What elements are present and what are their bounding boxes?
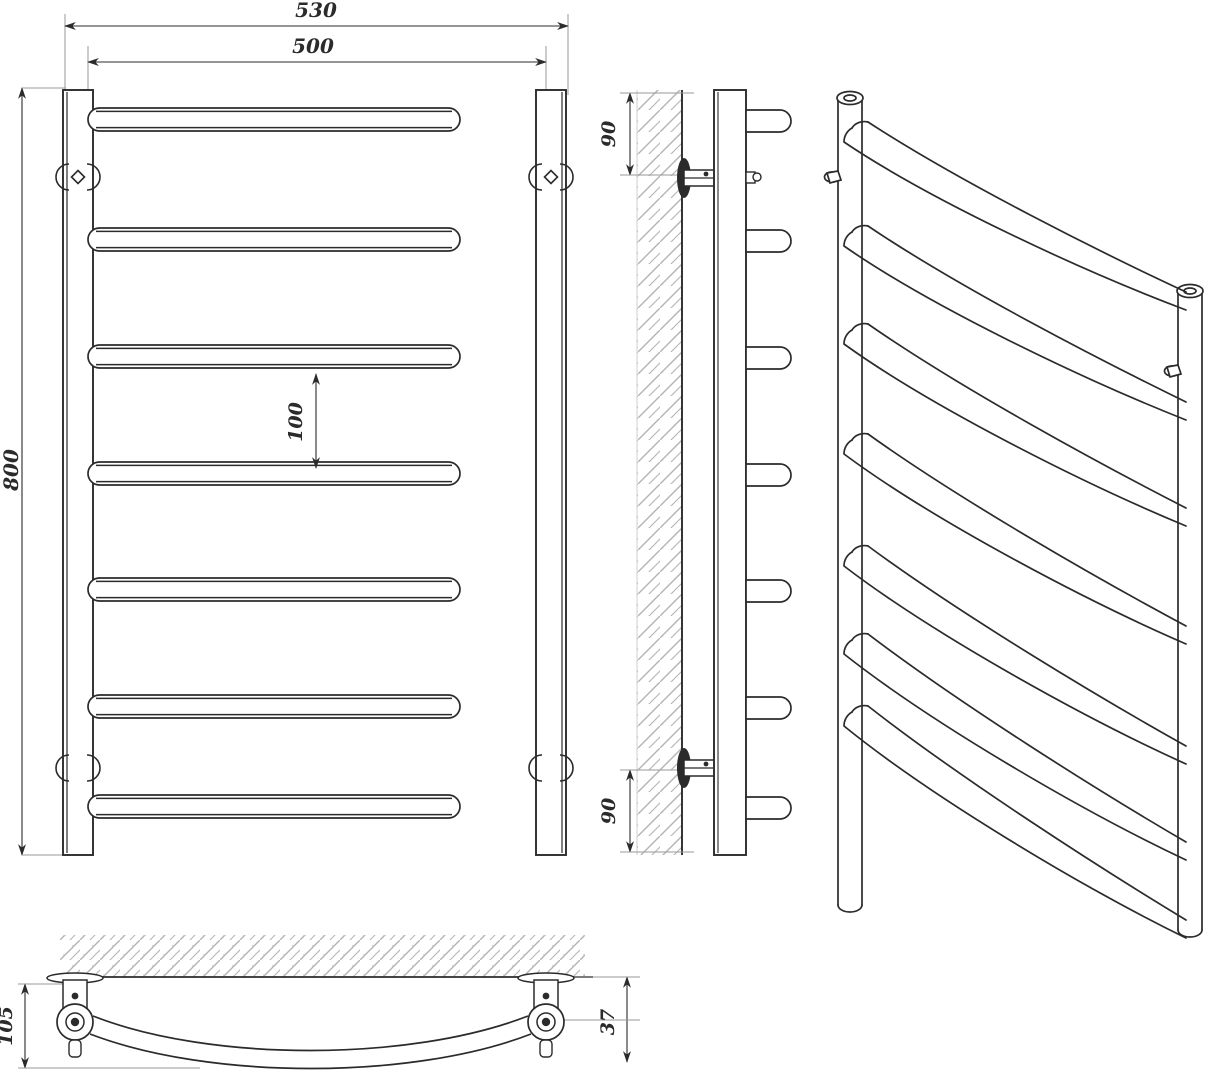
dimension-label-105: 105	[0, 1006, 17, 1046]
front-rung-1	[87, 107, 461, 132]
front-elevation-view: 530 500 800	[0, 0, 574, 856]
dimension-overall-width: 530	[64, 0, 569, 30]
wall-hatching	[637, 90, 682, 855]
side-rung-stub-7	[745, 796, 792, 820]
plan-curved-rung	[89, 1015, 532, 1070]
side-rung-stub-6	[745, 696, 792, 720]
dimension-overall-height: 800	[0, 87, 66, 856]
dimension-label-90-bottom: 90	[598, 798, 620, 824]
iso-rung-4	[843, 432, 1187, 645]
isometric-view	[823, 90, 1204, 939]
side-rung-stub-3	[745, 346, 792, 370]
dimension-label-90-top: 90	[598, 121, 620, 147]
iso-rung-1	[843, 120, 1187, 311]
iso-fitting-left	[823, 170, 843, 185]
iso-rungs-group	[843, 120, 1187, 939]
dimension-label-500: 500	[292, 34, 334, 58]
iso-rung-7	[843, 704, 1187, 939]
dimension-label-800: 800	[0, 449, 23, 492]
dimension-projection-depth: 37	[560, 976, 640, 1063]
plan-section-view: 105 37	[0, 935, 640, 1070]
dimension-label-100: 100	[285, 402, 307, 442]
plan-bracket-left	[46, 972, 104, 1058]
iso-left-pipe	[836, 90, 864, 906]
iso-left-pipe-cap	[837, 904, 863, 913]
side-vertical-pipe	[713, 89, 747, 856]
side-rung-stub-1	[745, 109, 792, 133]
front-rung-7	[87, 794, 461, 819]
side-bracket-bottom	[677, 748, 719, 788]
front-rung-5	[87, 577, 461, 602]
dimension-bracket-depth: 105	[0, 983, 200, 1069]
iso-fitting-right	[1163, 364, 1183, 379]
side-rung-stub-4	[745, 463, 792, 487]
iso-right-pipe	[1176, 283, 1204, 938]
front-rung-2	[87, 227, 461, 252]
front-rung-3	[87, 344, 461, 369]
dimension-label-530: 530	[295, 0, 337, 22]
plan-wall-hatching	[60, 935, 585, 977]
side-valve-fitting	[745, 171, 762, 184]
front-rung-6	[87, 694, 461, 719]
front-rung-4	[87, 461, 461, 486]
dimension-rung-pitch: 100	[285, 373, 320, 469]
plan-bracket-right	[517, 972, 575, 1058]
iso-rung-6	[843, 632, 1187, 861]
iso-rung-2	[843, 224, 1187, 421]
dimension-label-37: 37	[597, 1009, 619, 1035]
front-right-side-pipe	[535, 89, 567, 856]
iso-rung-5	[843, 544, 1187, 765]
side-rung-stub-5	[745, 579, 792, 603]
side-section-view: 90 90	[598, 89, 792, 856]
dimension-inner-width: 500	[87, 34, 547, 66]
iso-rung-3	[843, 322, 1187, 527]
side-rung-stub-2	[745, 229, 792, 253]
